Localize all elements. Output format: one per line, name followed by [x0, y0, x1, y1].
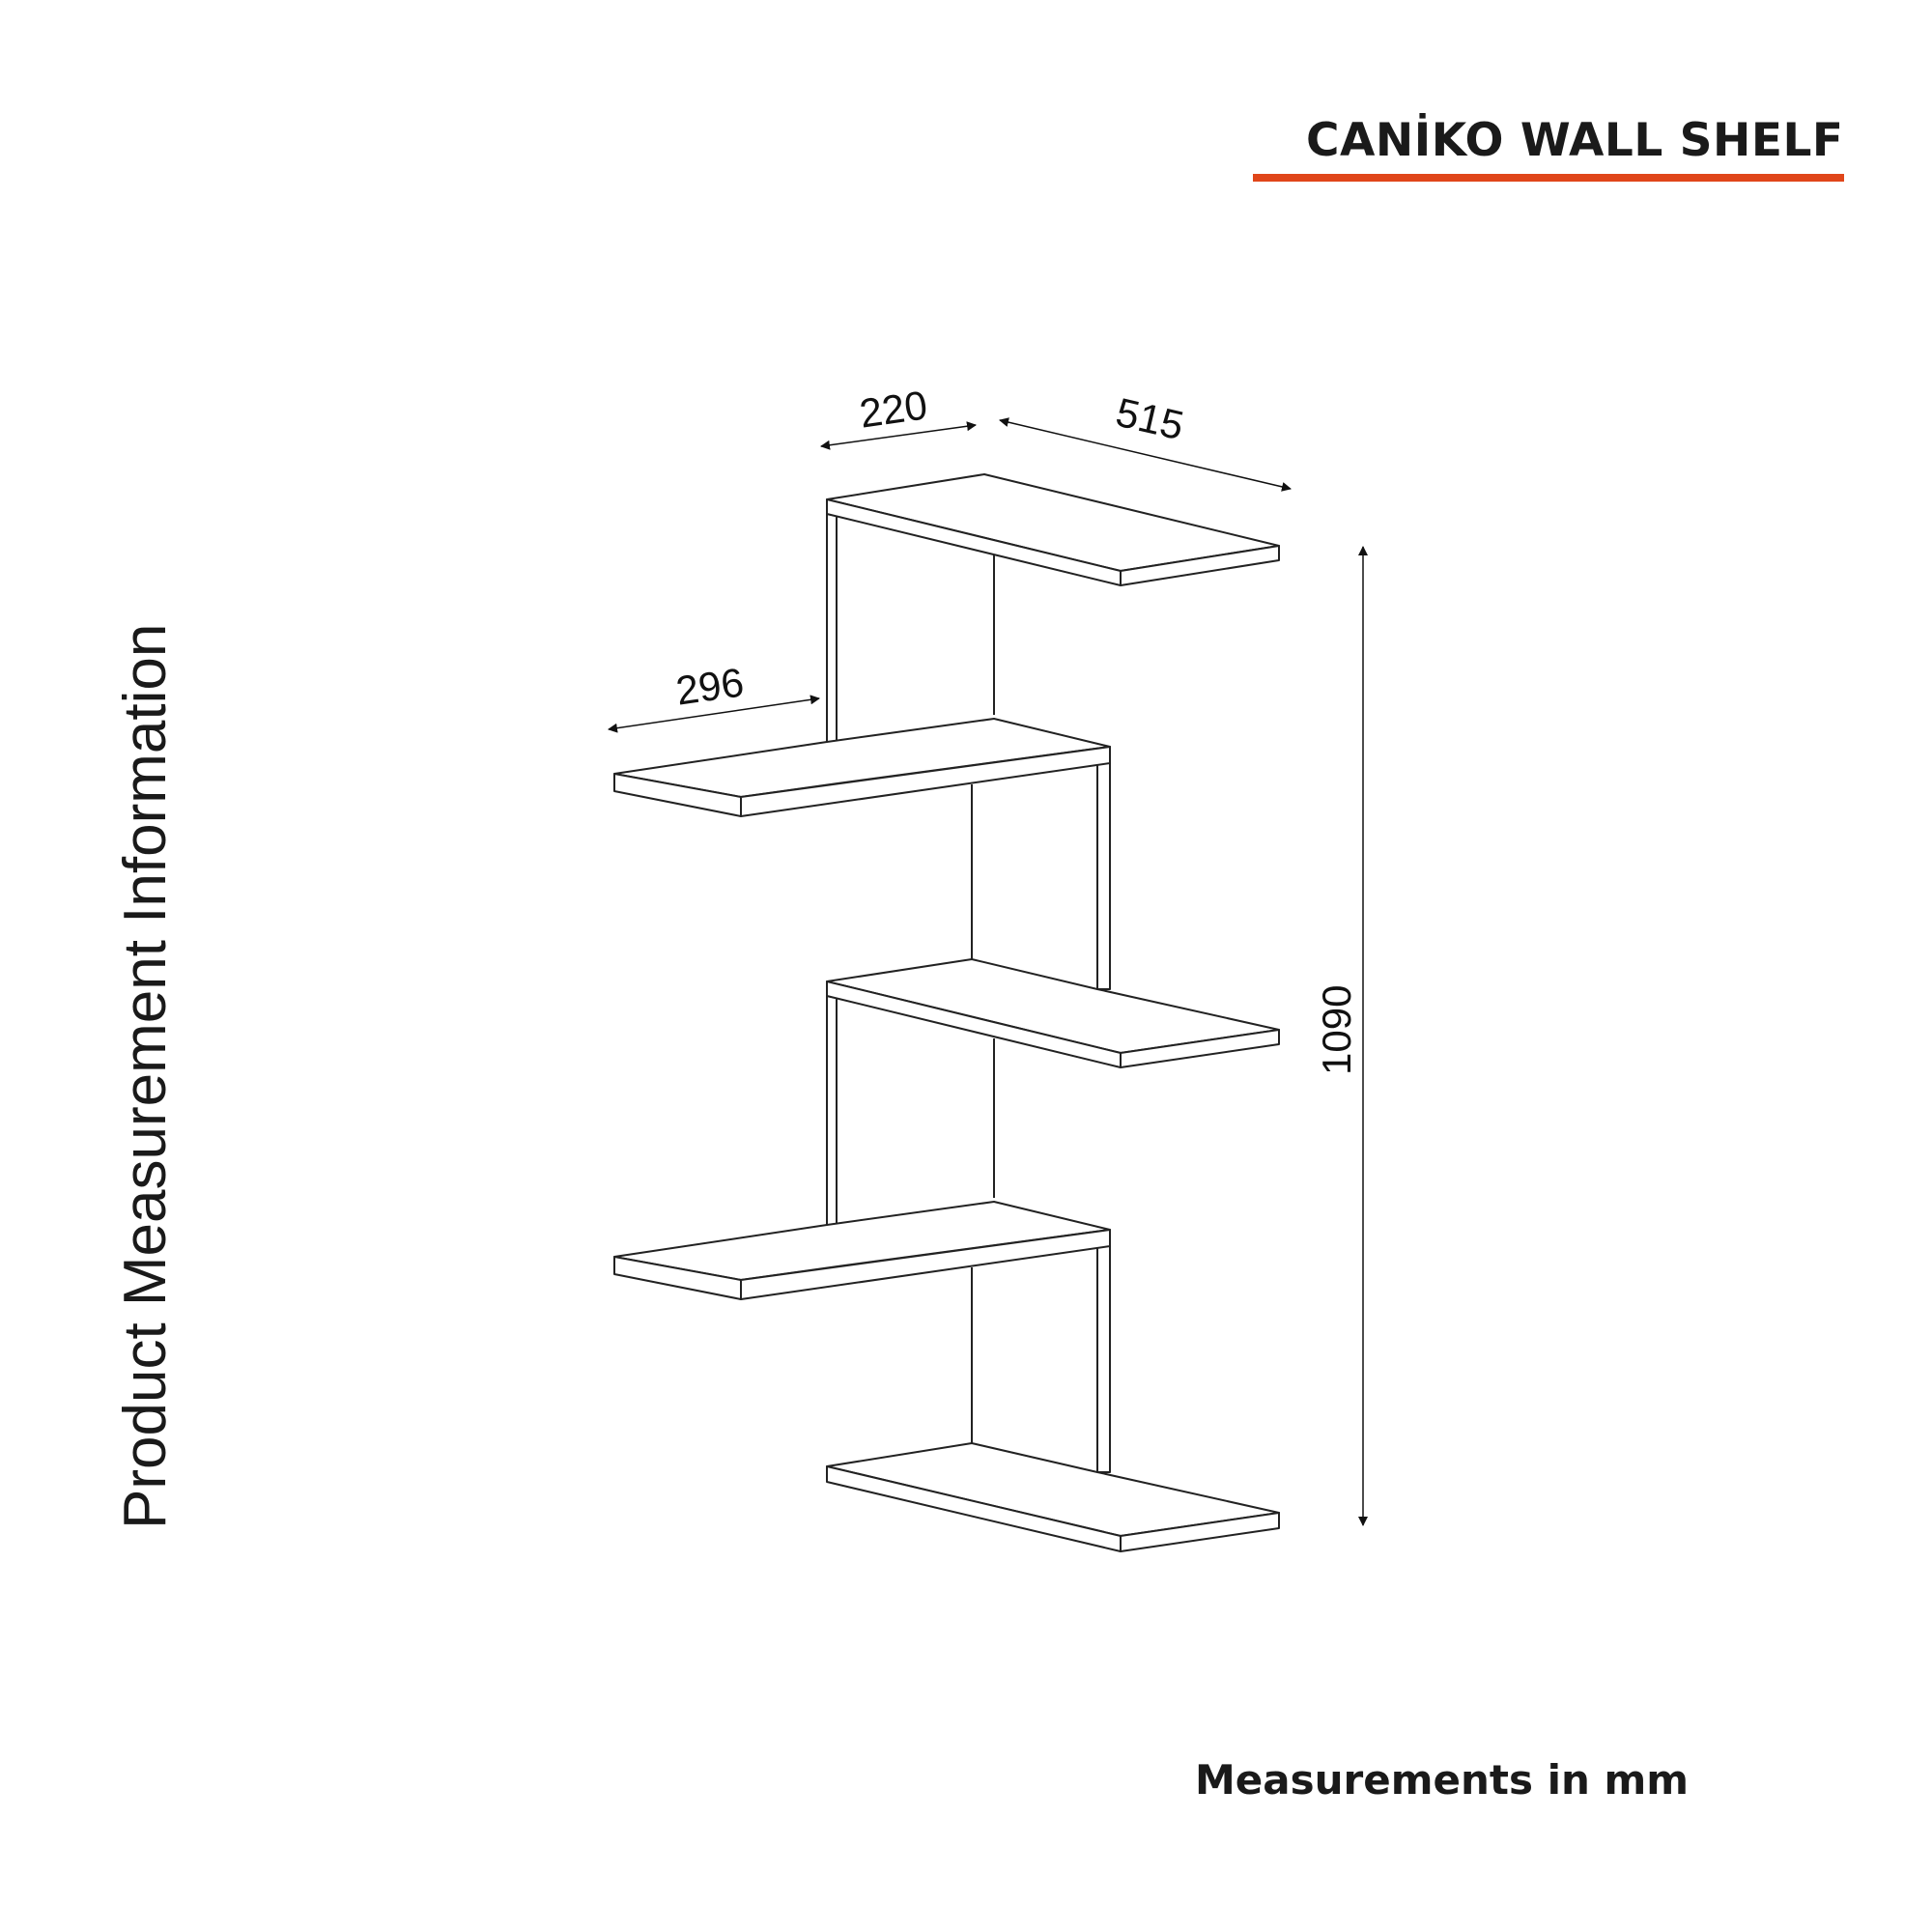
units-note: Measurements in mm: [1195, 1756, 1690, 1804]
shelf-2: [613, 718, 1111, 990]
shelf-5: [826, 1442, 1280, 1552]
dim-height-label: 1090: [1314, 985, 1359, 1075]
dim-length-label: 515: [1112, 389, 1188, 449]
dim-depth-label: 220: [857, 382, 930, 436]
product-title: CANİKO WALL SHELF: [1306, 114, 1844, 167]
dim-overhang-label: 296: [673, 659, 747, 713]
shelf-4: [613, 1201, 1111, 1473]
dim-length-line: [999, 417, 1292, 492]
shelf-1: [826, 473, 1280, 743]
shelf-3: [826, 958, 1280, 1226]
title-underline: [1253, 174, 1844, 182]
dim-overhang-line: [608, 695, 820, 733]
dim-depth-line: [820, 421, 977, 450]
